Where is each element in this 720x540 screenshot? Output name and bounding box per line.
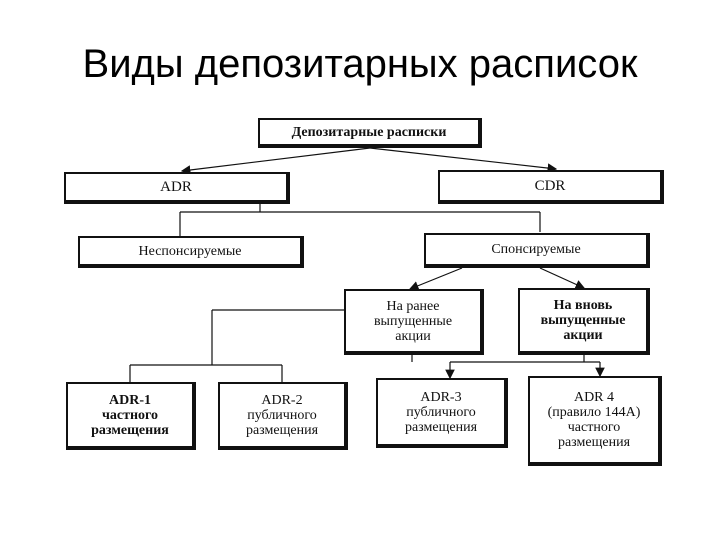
root-to-adr-line: [180, 147, 371, 175]
node-depositary-receipts: Депозитарные расписки: [258, 118, 482, 148]
node-unsponsored: Неспонсируемые: [78, 236, 304, 268]
node-adr-4: ADR 4 (правило 144А) частного размещения: [528, 376, 662, 466]
node-previously-issued-shares: На ранее выпущенные акции: [344, 289, 484, 355]
node-adr-3: ADR-3 публичного размещения: [376, 378, 508, 448]
node-adr: ADR: [64, 172, 290, 204]
node-adr-1: ADR-1 частного размещения: [66, 382, 196, 450]
root-to-cdr-line: [369, 147, 558, 173]
node-newly-issued-shares: На вновь выпущенные акции: [518, 288, 650, 355]
sponsored-to-previous-line: [408, 267, 463, 291]
node-adr-2: ADR-2 публичного размещения: [218, 382, 348, 450]
sponsored-to-new-line: [539, 267, 586, 289]
page-title: Виды депозитарных расписок: [82, 42, 638, 86]
node-cdr: CDR: [438, 170, 664, 204]
node-sponsored: Спонсируемые: [424, 233, 650, 268]
